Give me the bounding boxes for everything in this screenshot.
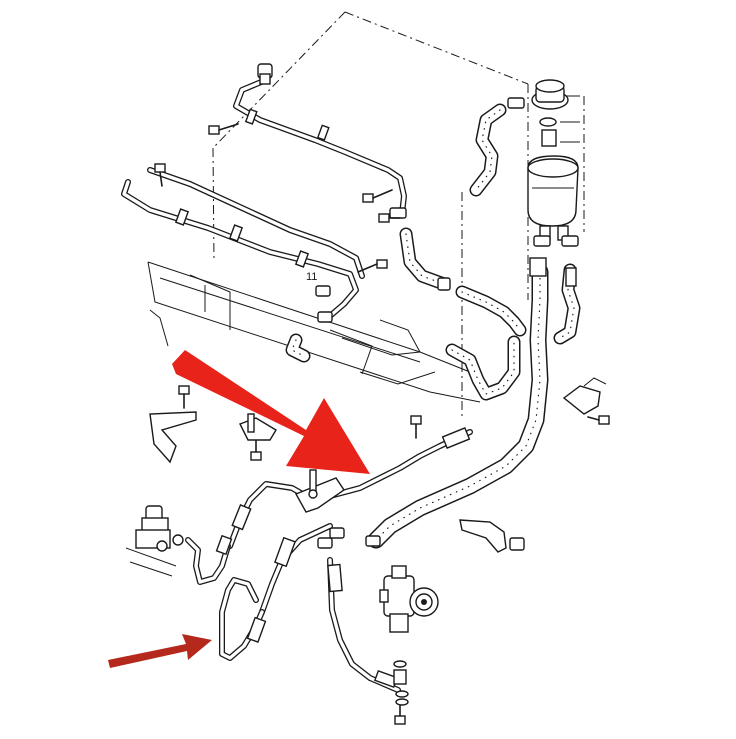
hose-clamp-icon [315,97,579,549]
pump-banjo-washers [393,660,409,706]
line-bracket [295,469,345,513]
reservoir-leader-lines [560,95,580,143]
steering-gear-icon [125,505,184,577]
highlight-arrow [172,350,370,474]
pipe-end-fitting-icon [257,63,273,85]
suction-hose [367,263,549,549]
power-steering-reservoir-icon [527,79,579,241]
line-fittings [215,427,471,689]
reservoir-hose-stubs [529,257,577,287]
pressure-line [185,429,473,693]
bolt-icon [154,123,610,725]
mounting-brackets [149,377,607,553]
pointer-arrow [108,634,212,668]
return-pipe-upper [121,77,407,319]
callout-number: 11 [306,271,317,283]
power-steering-pump-icon [379,565,439,633]
